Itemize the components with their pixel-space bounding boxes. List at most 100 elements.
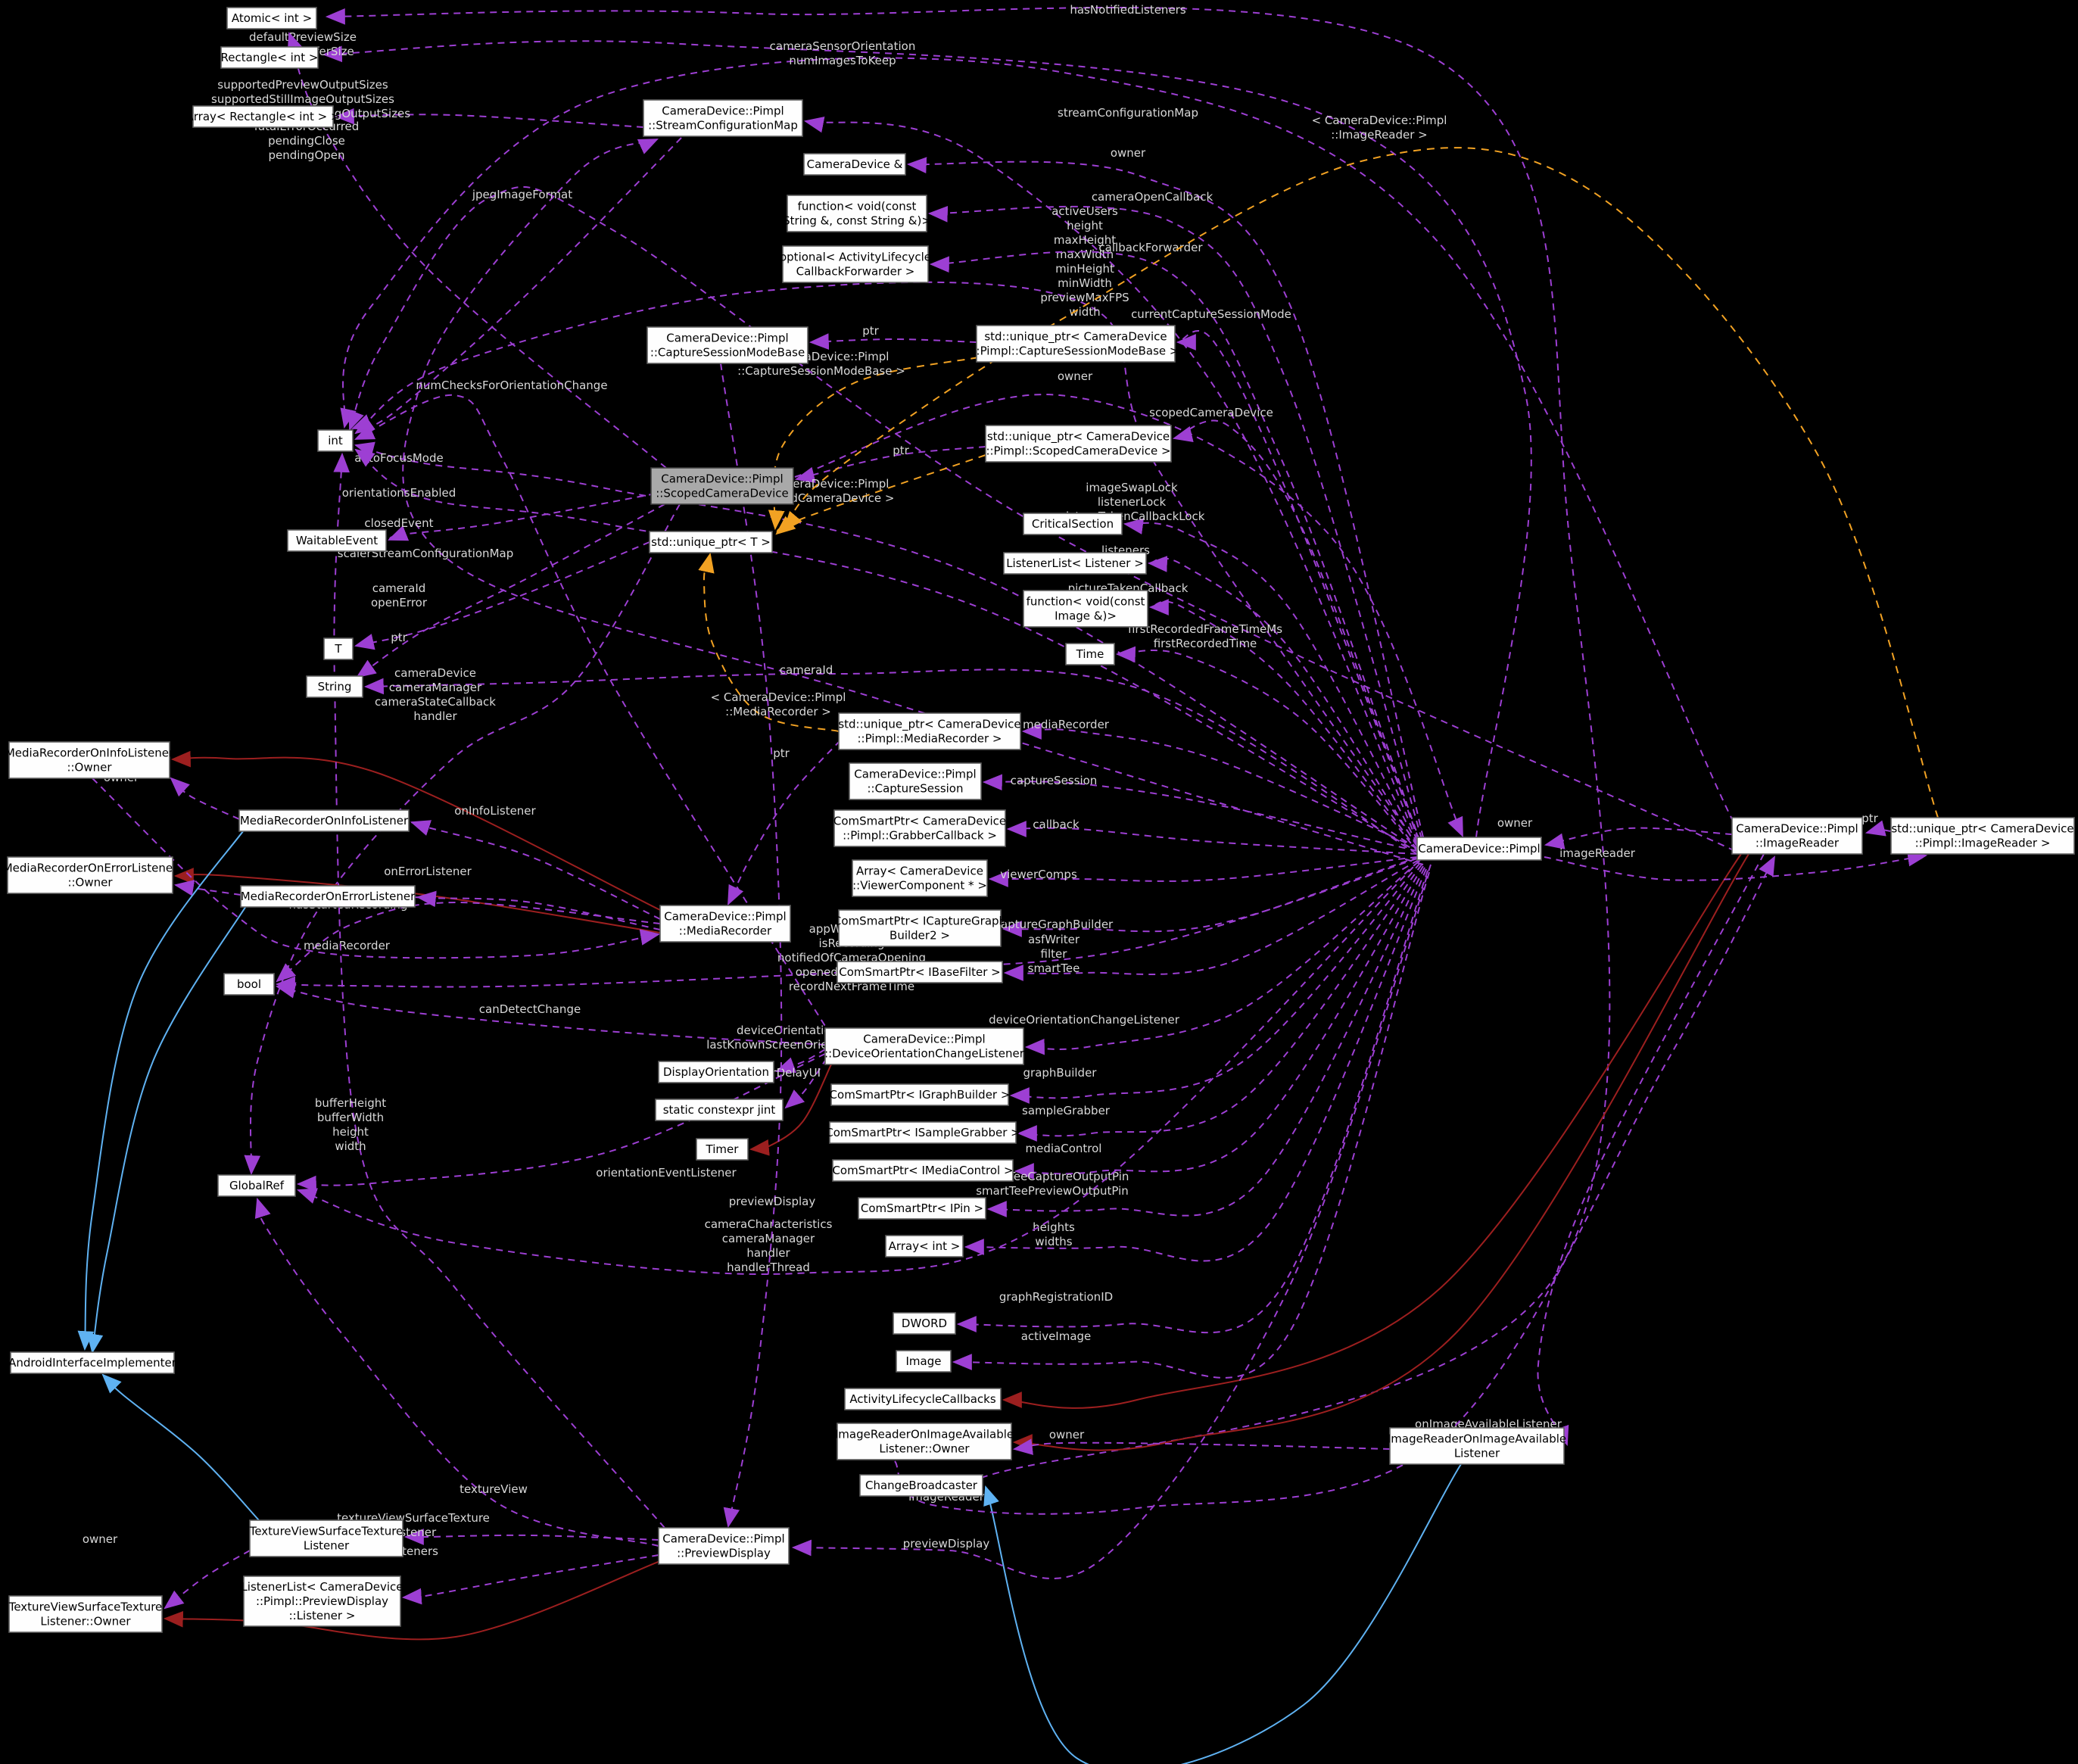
node-int[interactable]: int bbox=[317, 429, 354, 452]
node-arrInt[interactable]: Array< int > bbox=[885, 1235, 964, 1258]
node-box[interactable] bbox=[220, 46, 319, 69]
node-box[interactable] bbox=[192, 105, 334, 128]
node-box[interactable] bbox=[844, 1388, 1002, 1410]
node-csIbase[interactable]: ComSmartPtr< IBaseFilter > bbox=[836, 961, 1003, 983]
node-uptrMr[interactable]: std::unique_ptr< CameraDevice::Pimpl::Me… bbox=[838, 712, 1021, 750]
node-box[interactable] bbox=[838, 712, 1021, 750]
node-csImc[interactable]: ComSmartPtr< IMediaControl > bbox=[832, 1159, 1014, 1182]
node-t[interactable]: T bbox=[323, 637, 354, 660]
node-box[interactable] bbox=[782, 245, 929, 283]
node-box[interactable] bbox=[249, 1519, 403, 1557]
node-box[interactable] bbox=[830, 1083, 1009, 1106]
node-box[interactable] bbox=[803, 153, 906, 176]
node-box[interactable] bbox=[643, 99, 803, 137]
node-waitable[interactable]: WaitableEvent bbox=[287, 529, 387, 552]
node-camRef[interactable]: CameraDevice & bbox=[803, 153, 906, 176]
node-pimpl[interactable]: CameraDevice::Pimpl bbox=[1416, 837, 1542, 861]
node-box[interactable] bbox=[8, 1595, 163, 1633]
node-streamCfg[interactable]: CameraDevice::Pimpl::StreamConfiguration… bbox=[643, 99, 803, 137]
node-box[interactable] bbox=[306, 675, 363, 698]
node-csIsg[interactable]: ComSmartPtr< ISampleGrabber > bbox=[825, 1121, 1020, 1144]
node-bool[interactable]: bool bbox=[223, 973, 275, 996]
node-devOrient[interactable]: CameraDevice::Pimpl::DeviceOrientationCh… bbox=[824, 1027, 1025, 1065]
node-uptrIr[interactable]: std::unique_ptr< CameraDevice::Pimpl::Im… bbox=[1890, 817, 2075, 855]
node-csIpin[interactable]: ComSmartPtr< IPin > bbox=[858, 1197, 986, 1220]
node-mroel[interactable]: MediaRecorderOnErrorListener bbox=[240, 885, 416, 908]
node-dispOrient[interactable]: DisplayOrientation bbox=[658, 1061, 774, 1083]
node-globalref[interactable]: GlobalRef bbox=[217, 1174, 296, 1197]
node-android[interactable]: AndroidInterfaceImplementer bbox=[8, 1351, 177, 1374]
node-staticJint[interactable]: static constexpr jint bbox=[655, 1099, 784, 1121]
node-image[interactable]: Image bbox=[896, 1350, 952, 1373]
node-atomic[interactable]: Atomic< int > bbox=[226, 7, 317, 30]
node-mroilOwner[interactable]: MediaRecorderOnInfoListener::Owner bbox=[5, 741, 174, 779]
node-box[interactable] bbox=[829, 1121, 1017, 1144]
node-box[interactable] bbox=[223, 973, 275, 996]
node-box[interactable] bbox=[646, 326, 808, 364]
node-box[interactable] bbox=[1065, 643, 1115, 665]
node-scoped[interactable]: CameraDevice::Pimpl::ScopedCameraDevice bbox=[650, 467, 794, 505]
node-alc[interactable]: ActivityLifecycleCallbacks bbox=[844, 1388, 1002, 1410]
node-box[interactable] bbox=[317, 429, 354, 452]
node-box[interactable] bbox=[217, 1174, 296, 1197]
node-box[interactable] bbox=[243, 1575, 401, 1627]
node-box[interactable] bbox=[838, 909, 1002, 947]
node-box[interactable] bbox=[287, 529, 387, 552]
node-dword[interactable]: DWORD bbox=[893, 1312, 956, 1335]
node-box[interactable] bbox=[852, 859, 988, 897]
node-box[interactable] bbox=[985, 425, 1172, 463]
node-box[interactable] bbox=[832, 1159, 1014, 1182]
node-box[interactable] bbox=[896, 1350, 952, 1373]
node-uptrCsmb[interactable]: std::unique_ptr< CameraDevice::Pimpl::Ca… bbox=[972, 325, 1179, 363]
node-llPd[interactable]: ListenerList< CameraDevice::Pimpl::Previ… bbox=[241, 1575, 403, 1627]
node-box[interactable] bbox=[824, 1027, 1024, 1065]
node-rect[interactable]: Rectangle< int > bbox=[220, 46, 319, 69]
node-time[interactable]: Time bbox=[1065, 643, 1115, 665]
node-box[interactable] bbox=[649, 531, 773, 553]
node-box[interactable] bbox=[10, 1351, 175, 1374]
node-box[interactable] bbox=[833, 809, 1006, 847]
node-changeBc[interactable]: ChangeBroadcaster bbox=[859, 1474, 983, 1497]
node-box[interactable] bbox=[226, 7, 317, 30]
node-box[interactable] bbox=[1003, 552, 1147, 575]
node-box[interactable] bbox=[787, 195, 927, 232]
node-box[interactable] bbox=[658, 1061, 774, 1083]
node-box[interactable] bbox=[1890, 817, 2075, 855]
node-box[interactable] bbox=[323, 637, 354, 660]
node-box[interactable] bbox=[650, 467, 794, 505]
node-box[interactable] bbox=[858, 1197, 986, 1220]
node-csIgb[interactable]: ComSmartPtr< IGraphBuilder > bbox=[830, 1083, 1011, 1106]
node-iroialOwner[interactable]: ImageReaderOnImageAvailableListener::Own… bbox=[835, 1423, 1014, 1460]
node-box[interactable] bbox=[696, 1138, 749, 1161]
node-box[interactable] bbox=[240, 885, 416, 908]
node-mr[interactable]: CameraDevice::Pimpl::MediaRecorder bbox=[659, 905, 791, 943]
node-imgReader[interactable]: CameraDevice::Pimpl::ImageReader bbox=[1731, 817, 1863, 855]
node-box[interactable] bbox=[849, 762, 982, 800]
node-mroelOwner[interactable]: MediaRecorderOnErrorListener::Owner bbox=[3, 856, 178, 894]
node-arrViewer[interactable]: Array< CameraDevice::ViewerComponent * > bbox=[852, 859, 988, 897]
node-csGrabber[interactable]: ComSmartPtr< CameraDevice::Pimpl::Grabbe… bbox=[833, 809, 1006, 847]
node-box[interactable] bbox=[976, 325, 1176, 363]
node-arrRect[interactable]: Array< Rectangle< int > > bbox=[185, 105, 341, 128]
node-box[interactable] bbox=[885, 1235, 964, 1258]
node-critical[interactable]: CriticalSection bbox=[1023, 513, 1123, 535]
node-llListener[interactable]: ListenerList< Listener > bbox=[1003, 552, 1147, 575]
node-box[interactable] bbox=[1416, 837, 1542, 861]
node-box[interactable] bbox=[836, 961, 1003, 983]
node-box[interactable] bbox=[1731, 817, 1863, 855]
node-string[interactable]: String bbox=[306, 675, 363, 698]
node-box[interactable] bbox=[8, 741, 170, 779]
node-previewDisp[interactable]: CameraDevice::Pimpl::PreviewDisplay bbox=[658, 1527, 790, 1565]
node-box[interactable] bbox=[659, 905, 791, 943]
node-box[interactable] bbox=[859, 1474, 983, 1497]
node-box[interactable] bbox=[1023, 513, 1123, 535]
node-timer[interactable]: Timer bbox=[696, 1138, 749, 1161]
node-box[interactable] bbox=[893, 1312, 956, 1335]
node-mroil[interactable]: MediaRecorderOnInfoListener bbox=[238, 809, 410, 832]
node-uptrScoped[interactable]: std::unique_ptr< CameraDevice::Pimpl::Sc… bbox=[985, 425, 1172, 463]
